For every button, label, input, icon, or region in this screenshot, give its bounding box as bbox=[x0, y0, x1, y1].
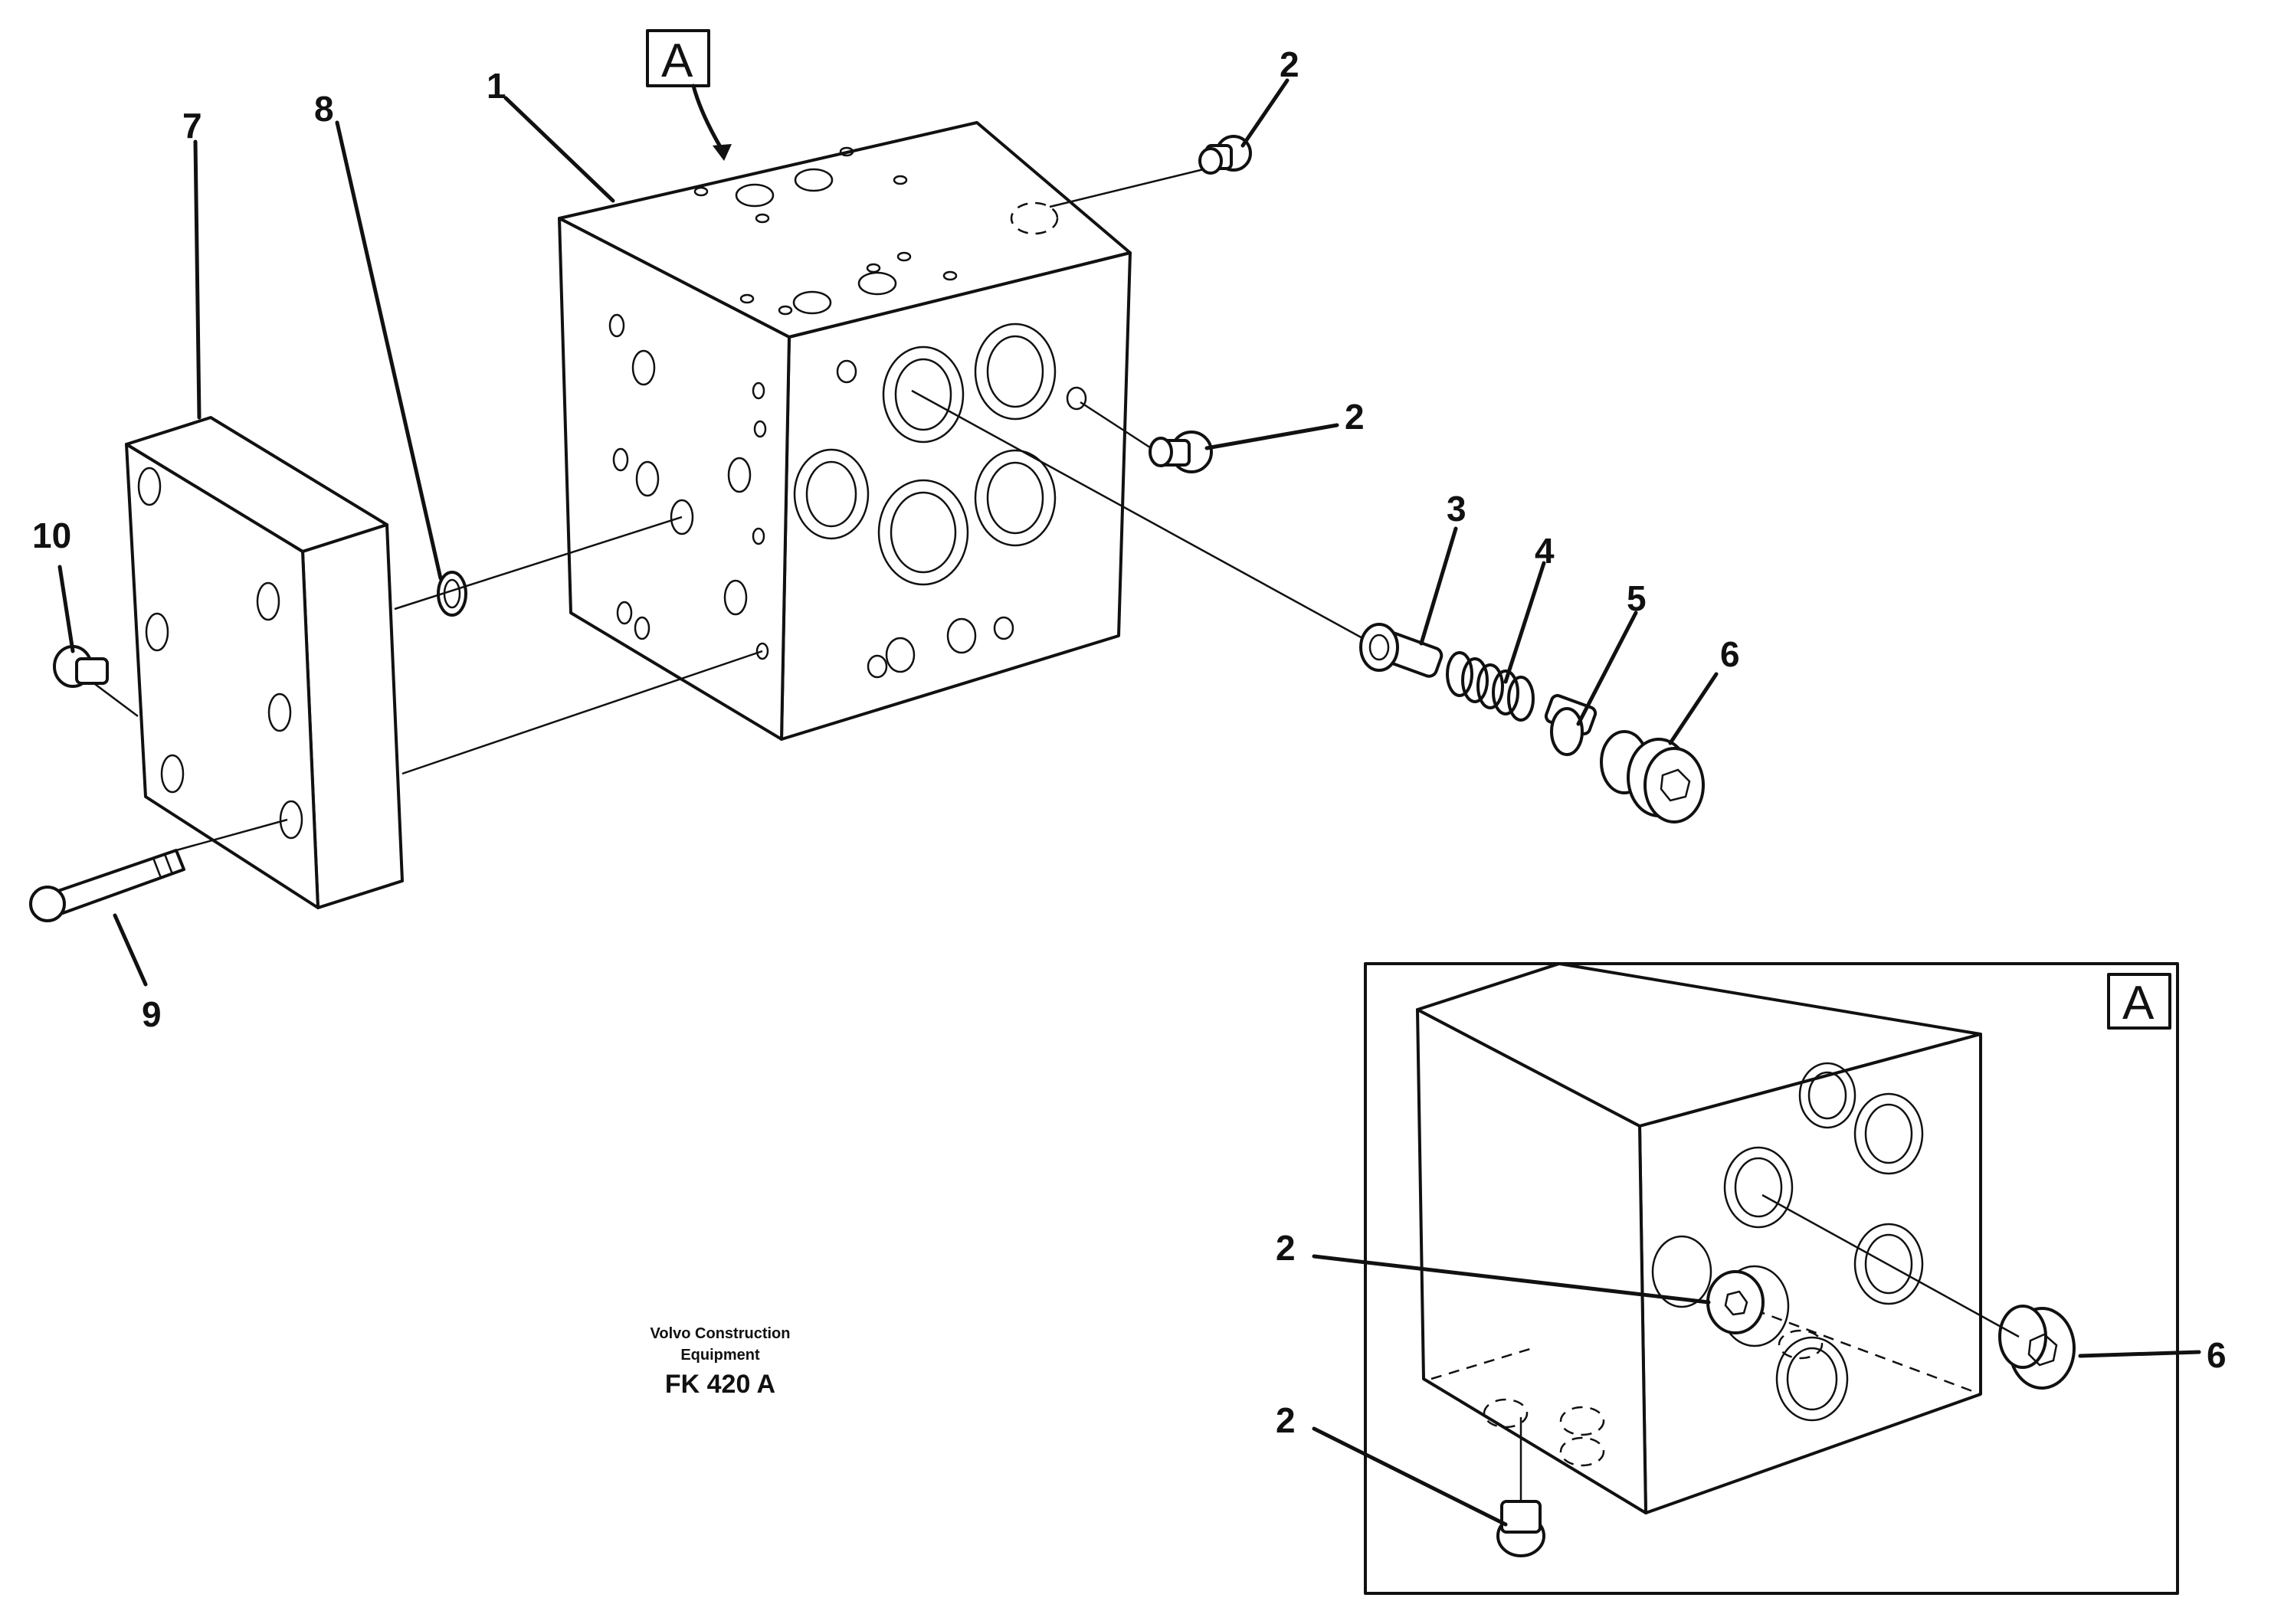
callout-inset-2-upper: 2 bbox=[1276, 1228, 1296, 1268]
cover-plate bbox=[125, 416, 404, 909]
valve-block bbox=[558, 121, 1132, 741]
spring bbox=[1446, 651, 1535, 722]
inset-plug-bottom bbox=[1496, 1417, 1545, 1557]
bolt-9 bbox=[29, 849, 185, 922]
detail-a-label-top: A bbox=[661, 34, 693, 87]
end-plug bbox=[1600, 730, 1705, 823]
callout-2-top: 2 bbox=[1280, 44, 1299, 84]
callout-10: 10 bbox=[32, 516, 71, 555]
plug-middle bbox=[1149, 431, 1213, 473]
screw-10 bbox=[53, 645, 109, 688]
callout-labels: 1 2 2 3 4 5 6 7 8 9 10 2 2 6 A A bbox=[32, 34, 2227, 1440]
assembly-lines bbox=[91, 167, 1380, 852]
inset-plug-center bbox=[1706, 1270, 1765, 1334]
o-ring bbox=[437, 571, 467, 617]
detail-a-marker bbox=[646, 29, 732, 161]
piston bbox=[1544, 694, 1598, 756]
plug-upper bbox=[1198, 135, 1252, 175]
callout-9: 9 bbox=[142, 994, 162, 1034]
callout-5: 5 bbox=[1627, 578, 1647, 618]
callout-3: 3 bbox=[1447, 489, 1466, 529]
callout-4: 4 bbox=[1535, 531, 1555, 571]
figure-code: FK 420 A bbox=[664, 1370, 776, 1399]
inset-end-plug bbox=[1998, 1305, 2076, 1390]
footer-company-line1: Volvo Construction bbox=[650, 1325, 791, 1342]
callout-1: 1 bbox=[487, 66, 506, 106]
callout-leaders bbox=[57, 78, 2201, 1527]
callout-7: 7 bbox=[182, 106, 202, 146]
valve-sleeve bbox=[1359, 623, 1444, 678]
detail-a-inset bbox=[1364, 962, 2179, 1595]
callout-2-middle: 2 bbox=[1345, 397, 1365, 437]
callout-inset-2-lower: 2 bbox=[1276, 1400, 1296, 1440]
callout-6: 6 bbox=[1720, 634, 1740, 674]
footer-company-line2: Equipment bbox=[680, 1347, 760, 1364]
callout-8: 8 bbox=[314, 89, 334, 129]
callout-inset-6: 6 bbox=[2207, 1335, 2227, 1375]
detail-a-label-inset: A bbox=[2122, 977, 2155, 1030]
